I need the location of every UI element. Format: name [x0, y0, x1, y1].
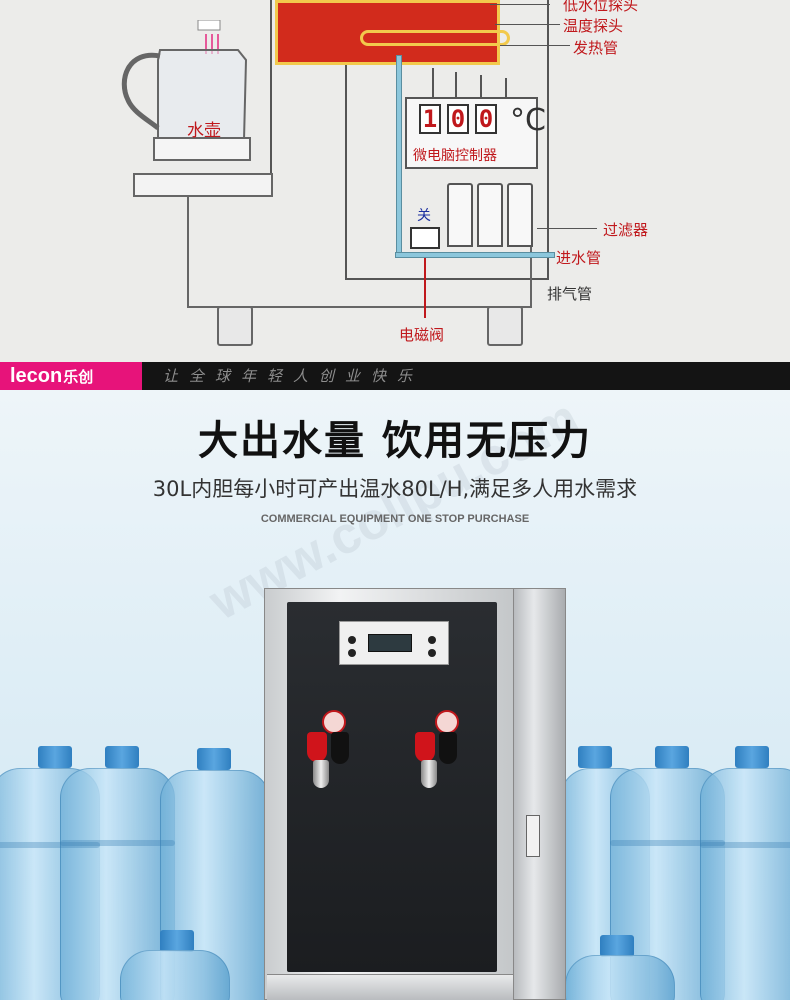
label-exhaust-pipe: 排气管 — [547, 285, 593, 303]
frame-line-inner — [270, 0, 272, 175]
frame-line-right — [547, 0, 549, 280]
label-valve-switch: 关 — [417, 208, 431, 224]
kettle-illustration — [121, 20, 251, 161]
machine-side-panel — [512, 588, 566, 1000]
microcomputer-controller: 1 0 0 °C 微电脑控制器 — [405, 97, 546, 169]
leader-line-probe — [490, 4, 550, 5]
controller-digit-3: 0 — [475, 104, 497, 134]
leader-line-temp — [495, 24, 560, 25]
frame-line-bottom — [345, 278, 549, 280]
bottle-cap-right-front — [735, 746, 769, 768]
machine-side-label — [526, 815, 540, 857]
bottle-ring-left-2 — [0, 842, 100, 848]
brand-logo-cn: 乐创 — [63, 369, 94, 386]
product-section: www.colipu.com 大出水量 饮用无压力 30L内胆每小时可产出温水8… — [0, 390, 790, 1000]
leader-line-filter — [537, 228, 597, 229]
headline: 大出水量 饮用无压力 — [198, 418, 592, 464]
bottle-cap-right-mid — [655, 746, 689, 768]
tap-spout-right — [421, 760, 437, 788]
controller-wire-2 — [455, 72, 457, 98]
water-tap-left[interactable] — [307, 732, 351, 792]
controller-wire-1 — [432, 68, 434, 98]
bottle-cap-left-mid — [105, 746, 139, 768]
water-tap-right[interactable] — [415, 732, 459, 792]
tap-handle-black-left[interactable] — [331, 732, 349, 764]
controller-wire-3 — [480, 75, 482, 98]
label-inlet-pipe: 进水管 — [556, 249, 602, 267]
stand-frame — [187, 195, 532, 308]
filter-cartridge-1 — [447, 183, 473, 247]
machine-front-panel — [287, 602, 497, 972]
controller-wire-4 — [505, 78, 507, 98]
drip-tray — [267, 974, 513, 1000]
control-screen — [368, 634, 412, 652]
filter-cartridge-3 — [507, 183, 533, 247]
label-low-level-probe: 低水位探头 — [563, 0, 639, 14]
subheadline: 30L内胆每小时可产出温水80L/H,满足多人用水需求 — [152, 477, 638, 501]
filter-cartridge-2 — [477, 183, 503, 247]
water-pipe-vertical — [396, 55, 402, 255]
brand-bar: lecon乐创 让全球年轻人创业快乐 — [0, 362, 790, 390]
leader-line-heater — [500, 45, 570, 46]
label-filter: 过滤器 — [603, 221, 649, 239]
label-kettle: 水壶 — [187, 121, 221, 141]
hot-water-badge-left — [322, 710, 346, 734]
label-solenoid-valve: 电磁阀 — [399, 326, 445, 344]
water-bottle-right-front — [700, 768, 790, 1000]
bottle-ring-right-2 — [700, 842, 790, 848]
brand-logo-latin: lecon — [10, 365, 63, 387]
machine-foot-left — [217, 306, 253, 346]
water-bottle-right-low — [565, 955, 675, 1000]
controller-unit: °C — [510, 103, 546, 138]
frame-line-left — [345, 0, 347, 280]
tap-spout-left — [313, 760, 329, 788]
bottle-cap-right-low — [600, 935, 634, 957]
label-heater: 发热管 — [573, 39, 619, 57]
brand-logo: lecon乐创 — [0, 362, 142, 390]
controller-label: 微电脑控制器 — [413, 148, 497, 164]
bottle-ring-right — [610, 840, 725, 846]
leader-line-valve — [424, 258, 426, 318]
bottle-ring-left — [60, 840, 175, 846]
bottle-cap-left-low — [160, 930, 194, 952]
water-boiler-machine — [264, 588, 566, 1000]
control-display-panel — [339, 621, 449, 665]
schematic-diagram: 低水位探头 温度探头 发热管 水壶 1 0 0 °C 微电脑控制器 过滤器 关 … — [0, 0, 790, 362]
bottle-cap-left-back — [38, 746, 72, 768]
solenoid-valve — [410, 227, 440, 249]
controller-digit-2: 0 — [447, 104, 469, 134]
controller-digit-1: 1 — [419, 104, 441, 134]
tap-handle-red-left[interactable] — [307, 732, 327, 762]
machine-front-frame — [264, 588, 514, 1000]
kettle-shelf — [133, 173, 273, 197]
label-temperature-probe: 温度探头 — [563, 17, 624, 35]
hot-water-badge-right — [435, 710, 459, 734]
bottle-cap-left-front — [197, 748, 231, 770]
water-bottle-left-low — [120, 950, 230, 1000]
heating-coil — [360, 30, 510, 46]
tap-handle-red-right[interactable] — [415, 732, 435, 762]
control-button-3[interactable] — [428, 636, 436, 644]
brand-slogan: 让全球年轻人创业快乐 — [163, 367, 424, 385]
machine-foot-right — [487, 306, 523, 346]
bottle-cap-right-back — [578, 746, 612, 768]
control-button-1[interactable] — [348, 636, 356, 644]
control-button-2[interactable] — [348, 649, 356, 657]
water-pipe-horizontal — [395, 252, 555, 258]
control-button-4[interactable] — [428, 649, 436, 657]
tagline: COMMERCIAL EQUIPMENT ONE STOP PURCHASE — [260, 513, 530, 525]
tap-handle-black-right[interactable] — [439, 732, 457, 764]
